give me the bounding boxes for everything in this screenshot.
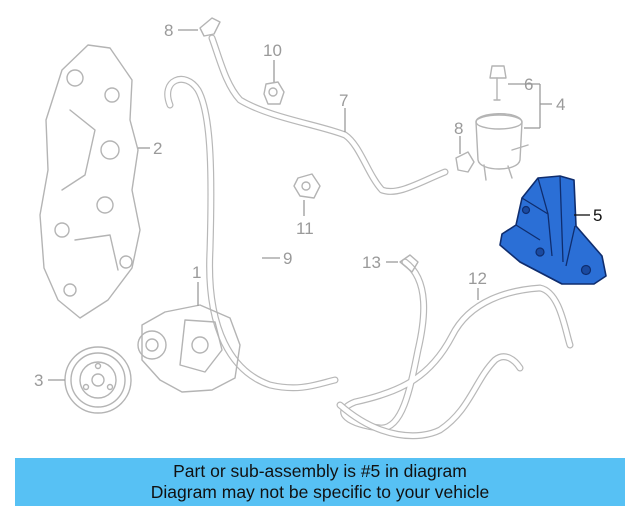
hose-7 xyxy=(208,34,449,195)
parts-diagram: 8 10 7 2 6 4 8 11 5 9 13 12 1 3 xyxy=(34,17,607,440)
clamp-part-8-right xyxy=(455,151,475,173)
callout-12: 12 xyxy=(468,269,487,288)
notice-line-1: Part or sub-assembly is #5 in diagram xyxy=(173,461,467,481)
callout-2: 2 xyxy=(153,139,162,158)
callout-7: 7 xyxy=(339,91,348,110)
reservoir-bracket-part-5 xyxy=(499,175,607,285)
callout-5: 5 xyxy=(593,206,602,225)
callout-4: 4 xyxy=(556,95,565,114)
power-steering-pump-part-1 xyxy=(137,304,241,393)
return-line xyxy=(336,353,524,440)
clamp-part-8-top xyxy=(199,17,221,37)
reservoir-cap-part-6 xyxy=(489,65,507,101)
callout-6: 6 xyxy=(524,75,533,94)
hose-12 xyxy=(340,258,574,432)
callout-8-top: 8 xyxy=(164,21,173,40)
clamp-part-13 xyxy=(399,254,419,273)
diagram-notice-banner: Part or sub-assembly is #5 in diagram Di… xyxy=(15,458,625,506)
notice-line-2: Diagram may not be specific to your vehi… xyxy=(150,482,490,502)
hose-9 xyxy=(164,75,339,392)
callout-8-right: 8 xyxy=(454,119,463,138)
pulley-part-3 xyxy=(64,346,132,414)
fitting-part-11 xyxy=(293,173,321,199)
fitting-part-10 xyxy=(263,81,285,105)
reservoir-part-4 xyxy=(475,113,529,181)
callout-13: 13 xyxy=(362,253,381,272)
callout-3: 3 xyxy=(34,371,43,390)
callout-1: 1 xyxy=(192,263,201,282)
callout-10: 10 xyxy=(263,41,282,60)
callout-11: 11 xyxy=(296,219,314,238)
callout-9: 9 xyxy=(283,249,292,268)
engine-bracket-part-2 xyxy=(39,44,141,319)
